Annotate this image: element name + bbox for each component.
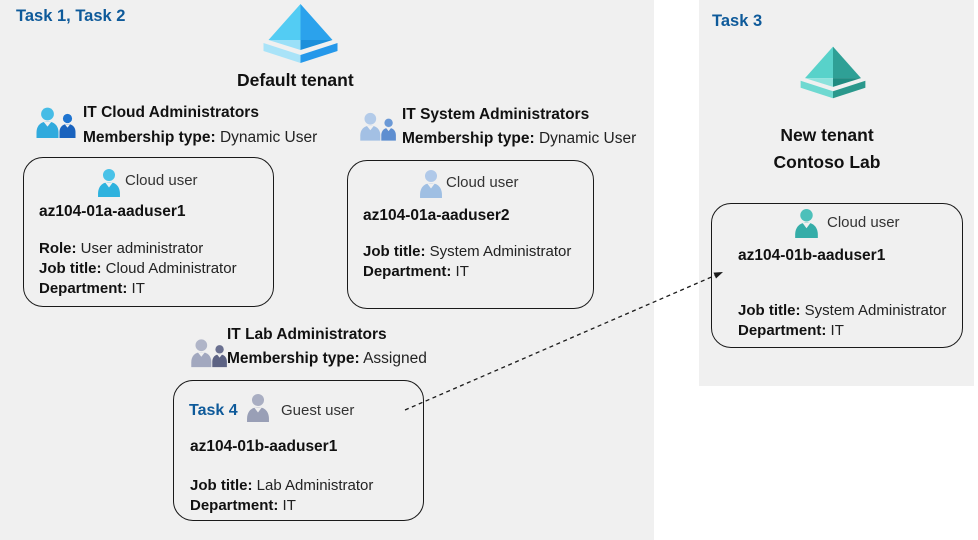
- user-attributes: Role: User administrator Job title: Clou…: [39, 239, 237, 299]
- group-icon: [36, 107, 76, 138]
- group-membership: Membership type: Dynamic User: [83, 129, 317, 147]
- attr-label: Department:: [363, 263, 452, 280]
- attr-value: IT: [830, 322, 844, 339]
- group-name: IT Cloud Administrators: [83, 104, 259, 121]
- group-icon: [360, 112, 396, 141]
- attr-row: Department: IT: [190, 496, 373, 516]
- cloud-user-icon: [795, 209, 818, 238]
- attr-label: Role:: [39, 240, 77, 257]
- group-name: IT Lab Administrators: [227, 326, 387, 343]
- new-tenant-title: New tenant Contoso Lab: [699, 122, 955, 176]
- user-attributes: Job title: Lab Administrator Department:…: [190, 476, 373, 516]
- attr-value: IT: [282, 497, 296, 514]
- attr-label: Job title:: [190, 477, 253, 494]
- cloud-user-icon: [98, 168, 120, 197]
- user-name: az104-01a-aaduser1: [39, 203, 186, 220]
- membership-value: Dynamic User: [538, 130, 637, 147]
- user-type-label: Cloud user: [125, 172, 198, 189]
- default-tenant-panel: [0, 0, 654, 540]
- user-attributes: Job title: System Administrator Departme…: [738, 301, 946, 341]
- user-name: az104-01b-aaduser1: [738, 247, 886, 264]
- user-type-label: Cloud user: [446, 174, 519, 191]
- new-tenant-user-card: Cloud user az104-01b-aaduser1 Job title:…: [711, 203, 963, 348]
- task-1-2-label: Task 1, Task 2: [16, 7, 126, 25]
- user-name: az104-01b-aaduser1: [190, 438, 338, 455]
- attr-row: Department: IT: [363, 262, 571, 282]
- user-card-aaduser2: Cloud user az104-01a-aaduser2 Job title:…: [347, 160, 594, 309]
- membership-value: Dynamic User: [219, 129, 318, 146]
- attr-label: Department:: [190, 497, 279, 514]
- membership-label: Membership type:: [227, 350, 360, 367]
- membership-value: Assigned: [363, 350, 427, 367]
- attr-value: IT: [455, 263, 469, 280]
- group-membership: Membership type: Assigned: [227, 350, 427, 368]
- user-card-aaduser1: Cloud user az104-01a-aaduser1 Role: User…: [23, 157, 274, 307]
- new-tenant-icon: [800, 46, 866, 99]
- attr-value: IT: [131, 280, 145, 297]
- attr-label: Job title:: [363, 243, 426, 260]
- new-tenant-title-line2: Contoso Lab: [773, 152, 881, 172]
- attr-value: Lab Administrator: [256, 477, 374, 494]
- attr-value: User administrator: [80, 240, 204, 257]
- task-3-label: Task 3: [712, 12, 763, 30]
- user-type-label: Guest user: [281, 402, 355, 419]
- attr-value: System Administrator: [804, 302, 947, 319]
- group-membership: Membership type: Dynamic User: [402, 130, 636, 148]
- attr-value: System Administrator: [429, 243, 572, 260]
- guest-user-icon: [247, 393, 269, 422]
- attr-label: Job title:: [738, 302, 801, 319]
- membership-label: Membership type:: [402, 130, 535, 147]
- attr-row: Role: User administrator: [39, 239, 237, 259]
- attr-row: Job title: System Administrator: [363, 242, 571, 262]
- attr-row: Job title: System Administrator: [738, 301, 946, 321]
- group-icon: [191, 339, 227, 368]
- user-attributes: Job title: System Administrator Departme…: [363, 242, 571, 282]
- attr-value: Cloud Administrator: [105, 260, 237, 277]
- attr-label: Job title:: [39, 260, 102, 277]
- attr-label: Department:: [39, 280, 128, 297]
- task-4-label: Task 4: [189, 402, 238, 419]
- user-name: az104-01a-aaduser2: [363, 207, 510, 224]
- membership-label: Membership type:: [83, 129, 216, 146]
- guest-user-card: Task 4 Guest user az104-01b-aaduser1 Job…: [173, 380, 424, 521]
- attr-row: Department: IT: [738, 321, 946, 341]
- attr-row: Department: IT: [39, 279, 237, 299]
- cloud-user-icon: [420, 169, 442, 198]
- new-tenant-title-line1: New tenant: [780, 125, 874, 145]
- user-type-label: Cloud user: [827, 214, 900, 231]
- default-tenant-icon: [263, 4, 338, 63]
- default-tenant-title: Default tenant: [237, 70, 354, 90]
- attr-row: Job title: Lab Administrator: [190, 476, 373, 496]
- group-name: IT System Administrators: [402, 106, 590, 123]
- attr-label: Department:: [738, 322, 827, 339]
- attr-row: Job title: Cloud Administrator: [39, 259, 237, 279]
